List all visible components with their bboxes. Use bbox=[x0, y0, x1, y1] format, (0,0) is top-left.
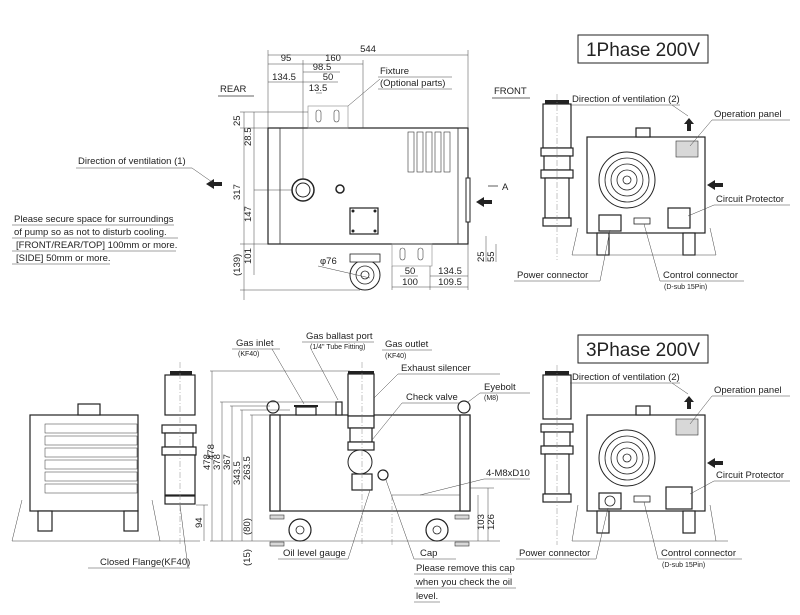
annotation-text: 147 bbox=[243, 206, 254, 222]
annotation-text: 25 bbox=[476, 251, 487, 262]
vent1-label: Direction of ventilation (1) bbox=[76, 156, 213, 183]
annotation-text: Fixture bbox=[380, 66, 409, 77]
front-view-3phase bbox=[540, 365, 728, 545]
annotation-text: Check valve bbox=[406, 392, 458, 403]
annotation-text: 13.5 bbox=[309, 83, 328, 94]
annotation-text: 28.5 bbox=[243, 128, 254, 147]
annotation-text: 478 bbox=[206, 444, 217, 460]
annotation-text: 367 bbox=[222, 454, 233, 470]
title-3phase-text: 3Phase 200V bbox=[586, 340, 700, 361]
annotation-text: Direction of ventilation (2) bbox=[572, 94, 680, 105]
annotation-text: (KF40) bbox=[385, 353, 406, 360]
bottom-dimensions: φ76 50 100 134.5 109.5 25 55 bbox=[317, 236, 497, 290]
vent-grid bbox=[44, 423, 138, 494]
annotation-text: 100 bbox=[402, 277, 418, 288]
annotation-text: (D-sub 15Pin) bbox=[664, 284, 707, 291]
fixture-label: Fixture (Optional parts) bbox=[347, 66, 452, 107]
title-1phase-text: 1Phase 200V bbox=[586, 40, 700, 61]
annotation-text: when you check the oil bbox=[415, 577, 512, 588]
side-dimensions: 478 378 367 343.5 263.5 (80) (15) 103 12… bbox=[202, 370, 497, 566]
annotation-text: 544 bbox=[360, 44, 376, 55]
annotation-text: Exhaust silencer bbox=[401, 363, 471, 374]
annotation-text: 134.5 bbox=[272, 72, 296, 83]
annotation-text: Gas outlet bbox=[385, 339, 429, 350]
annotation-text: 4-M8xD10 bbox=[486, 468, 530, 479]
annotation-text: 50 bbox=[405, 266, 416, 277]
annotation-text: 109.5 bbox=[438, 277, 462, 288]
annotation-text: Power connector bbox=[519, 548, 590, 559]
annotation-text: (D-sub 15Pin) bbox=[662, 562, 705, 569]
annotation-text: [SIDE] 50mm or more. bbox=[16, 253, 111, 264]
annotation-text: 101 bbox=[243, 248, 254, 264]
annotation-text: of pump so as not to disturb cooling. bbox=[14, 227, 167, 238]
annotation-text: 263.5 bbox=[242, 456, 253, 480]
annotation-text: 25 bbox=[232, 115, 243, 126]
annotation-text: φ76 bbox=[320, 256, 337, 267]
annotation-text: Control connector bbox=[663, 270, 738, 281]
annotation-text: Power connector bbox=[517, 270, 588, 281]
annotation-text: Cap bbox=[420, 548, 437, 559]
side-view-center bbox=[210, 362, 500, 547]
front-view-1phase: FRONT bbox=[492, 86, 723, 260]
annotation-text: Control connector bbox=[661, 548, 736, 559]
annotation-text: 378 bbox=[212, 454, 223, 470]
space-note: Please secure space for surroundings of … bbox=[12, 214, 178, 265]
annotation-text: 94 bbox=[194, 517, 205, 528]
title-1phase: 1Phase 200V bbox=[577, 34, 709, 64]
annotation-text: Oil level gauge bbox=[283, 548, 346, 559]
annotation-text: 134.5 bbox=[438, 266, 462, 277]
closed-flange-label: Closed Flange(KF40) bbox=[88, 504, 190, 569]
vent-slots-top bbox=[407, 131, 451, 173]
annotation-text: (1/4" Tube Fitting) bbox=[310, 344, 365, 351]
annotation-text: Please remove this cap bbox=[416, 563, 515, 574]
annotation-text: 478 bbox=[202, 454, 213, 470]
annotation-text: (M8) bbox=[484, 395, 498, 402]
annotation-text: Gas inlet bbox=[236, 338, 274, 349]
annotation-text: (15) bbox=[242, 549, 253, 566]
rear-view-3phase: 94 478 bbox=[11, 362, 217, 545]
annotation-text: (80) bbox=[242, 518, 253, 535]
annotation-text: Eyebolt bbox=[484, 382, 516, 393]
annotation-text: 160 bbox=[325, 53, 341, 64]
title-3phase: 3Phase 200V bbox=[577, 334, 709, 364]
annotation-text: 98.5 bbox=[313, 62, 332, 73]
annotation-text: Direction of ventilation (2) bbox=[572, 372, 680, 383]
annotation-text: Gas ballast port bbox=[306, 331, 373, 342]
annotation-text: level. bbox=[416, 591, 438, 602]
view-arrow-a: A bbox=[502, 182, 509, 193]
side-labels: Gas inlet (KF40) Gas ballast port (1/4" … bbox=[232, 331, 530, 603]
annotation-text: Operation panel bbox=[714, 385, 782, 396]
annotation-text: [FRONT/REAR/TOP] 100mm or more. bbox=[16, 240, 177, 251]
annotation-text: Circuit Protector bbox=[716, 194, 784, 205]
left-dimensions: 25 28.5 317 147 (139) 101 bbox=[232, 111, 360, 300]
annotation-text: 317 bbox=[232, 184, 243, 200]
annotation-text: 343.5 bbox=[232, 461, 243, 485]
annotation-text: (Optional parts) bbox=[380, 78, 445, 89]
annotation-text: Direction of ventilation (1) bbox=[78, 156, 186, 167]
top-view: REAR bbox=[206, 84, 509, 291]
annotation-text: 126 bbox=[486, 514, 497, 530]
front-1phase-labels: Direction of ventilation (2) Operation p… bbox=[514, 94, 790, 291]
view-label-front: FRONT bbox=[494, 86, 527, 97]
annotation-text: Operation panel bbox=[714, 109, 782, 120]
annotation-text: 55 bbox=[486, 251, 497, 262]
annotation-text: Circuit Protector bbox=[716, 470, 784, 481]
view-label-rear: REAR bbox=[220, 84, 247, 95]
annotation-text: Please secure space for surroundings bbox=[14, 214, 174, 225]
annotation-text: 103 bbox=[476, 514, 487, 530]
annotation-text: 95 bbox=[281, 53, 292, 64]
front-3phase-labels: Direction of ventilation (2) Operation p… bbox=[516, 372, 790, 569]
annotation-text: Closed Flange(KF40) bbox=[100, 557, 190, 568]
top-dimensions: 544 95 160 98.5 134.5 50 13.5 bbox=[267, 44, 469, 180]
annotation-text: (KF40) bbox=[238, 351, 259, 358]
annotation-text: (139) bbox=[232, 254, 243, 276]
annotation-text: 50 bbox=[323, 72, 334, 83]
